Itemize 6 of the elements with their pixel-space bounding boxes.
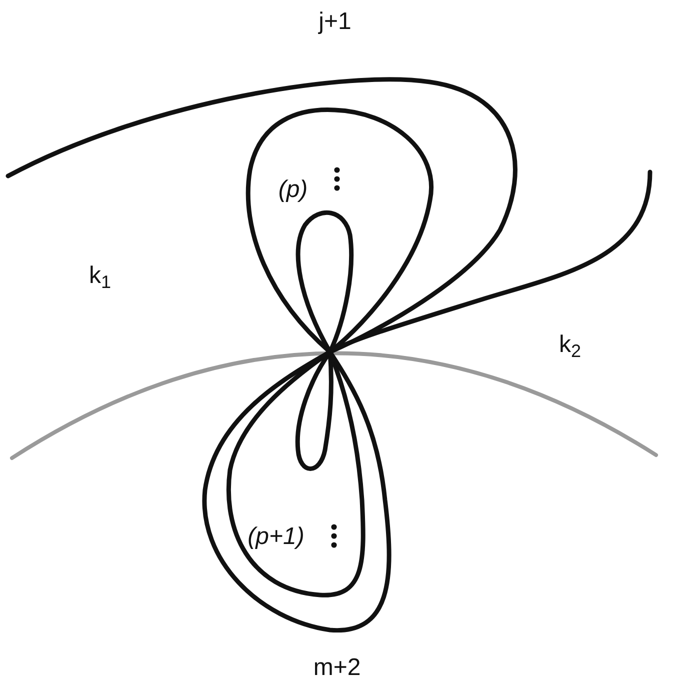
- math-label: (p+1): [248, 525, 304, 549]
- math-label: m+2: [313, 656, 361, 680]
- math-label: (p): [278, 178, 308, 202]
- math-label: j+1: [318, 10, 352, 34]
- math-label: k$_{1}$: [89, 264, 111, 288]
- math-label: k$_{2}$: [559, 333, 581, 357]
